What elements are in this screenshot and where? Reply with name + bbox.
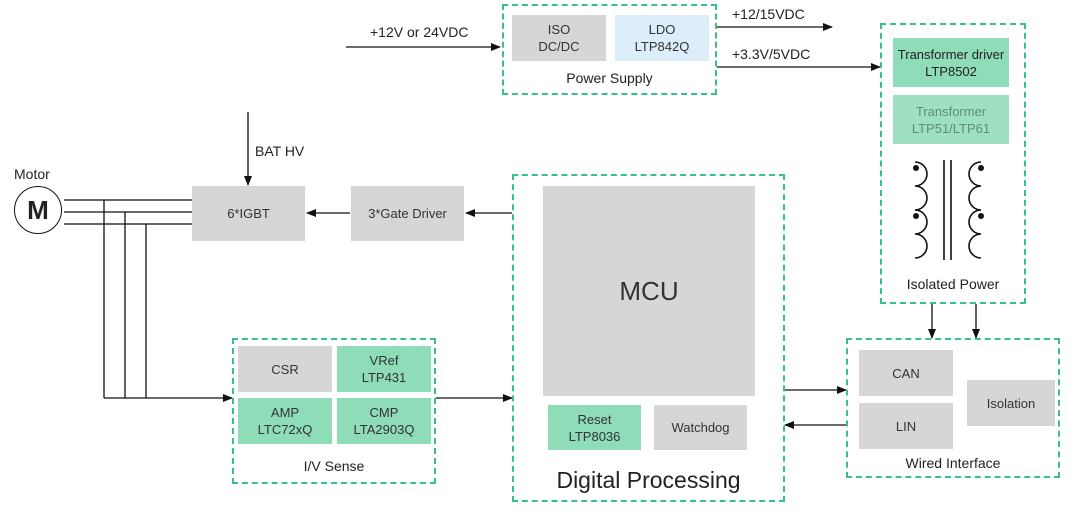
power-supply-group xyxy=(502,4,717,95)
reset-block: Reset LTP8036 xyxy=(548,405,641,450)
mcu-block: MCU xyxy=(543,186,755,396)
digital-processing-caption: Digital Processing xyxy=(556,467,741,493)
motor-label: Motor xyxy=(14,166,50,182)
iv-sense-group xyxy=(232,338,436,484)
wired-interface-group xyxy=(846,338,1060,478)
isolation-block: Isolation xyxy=(967,380,1055,426)
amp-block: AMP LTC72xQ xyxy=(238,398,332,444)
transformer-driver-block: Transformer driver LTP8502 xyxy=(893,38,1009,87)
wired-interface-caption: Wired Interface xyxy=(905,455,1001,471)
motor-symbol: M xyxy=(14,186,62,234)
supply-input-label: +12V or 24VDC xyxy=(370,24,469,40)
can-block: CAN xyxy=(859,350,953,396)
igbt-block: 6*IGBT xyxy=(192,186,305,241)
vref-block: VRef LTP431 xyxy=(337,346,431,392)
cmp-block: CMP LTA2903Q xyxy=(337,398,431,444)
transformer-block: Transformer LTP51/LTP61 xyxy=(893,95,1009,144)
bat-hv-label: BAT HV xyxy=(255,143,305,159)
lin-block: LIN xyxy=(859,403,953,449)
transformer-icon xyxy=(913,160,984,260)
csr-block: CSR xyxy=(238,346,332,392)
isolated-power-caption: Isolated Power xyxy=(906,276,1000,292)
lv-output-label: +3.3V/5VDC xyxy=(732,46,811,62)
ldo-block: LDO LTP842Q xyxy=(615,15,709,61)
gate-driver-block: 3*Gate Driver xyxy=(351,186,464,241)
iso-dcdc-block: ISO DC/DC xyxy=(512,15,606,61)
digital-processing-group xyxy=(512,174,785,502)
power-supply-caption: Power Supply xyxy=(566,70,653,86)
hv-output-label: +12/15VDC xyxy=(732,6,805,22)
iv-sense-caption: I/V Sense xyxy=(303,458,365,474)
watchdog-block: Watchdog xyxy=(654,405,747,450)
isolated-power-group xyxy=(880,23,1026,304)
